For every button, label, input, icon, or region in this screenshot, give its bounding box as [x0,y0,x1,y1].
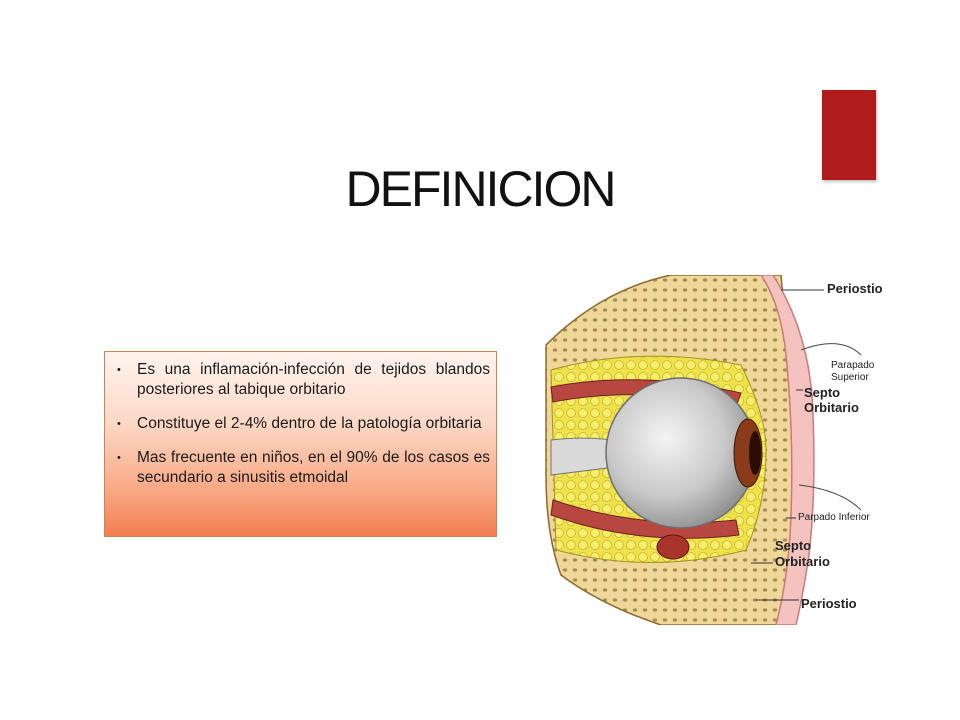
bullet-dot-icon: • [117,364,121,376]
bullet-text: Mas frecuente en niños, en el 90% de los… [137,449,490,486]
eye-anatomy-illustration [545,274,862,626]
label-periostio-top: Periostio [827,281,883,296]
accent-bar [822,90,876,180]
bullet-list-box: • Es una inflamación-infección de tejidos… [104,351,497,537]
bullet-text: Es una inflamación-infección de tejidos … [137,361,490,398]
bullet-item: • Mas frecuente en niños, en el 90% de lo… [115,448,490,488]
bullet-dot-icon: • [117,418,121,430]
label-parpado-superior-2: Superior [831,372,869,383]
bullet-list: • Es una inflamación-infección de tejidos… [115,360,490,488]
label-parpado-superior-1: Parapado [831,360,875,371]
label-septo-bottom-2: Orbitario [775,554,830,569]
label-septo-top-2: Orbitario [804,400,859,415]
bullet-dot-icon: • [117,452,121,464]
bullet-text: Constituye el 2-4% dentro de la patologí… [137,415,482,432]
label-septo-top-1: Septo [804,385,841,400]
eye-anatomy-figure: Periostio Parapado Superior Septo Orbita… [541,274,896,626]
bullet-item: • Es una inflamación-infección de tejidos… [115,360,490,400]
slide-title: DEFINICION [345,161,617,217]
label-periostio-bottom: Periostio [801,596,857,611]
bullet-item: • Constituye el 2-4% dentro de la patolog… [115,414,490,434]
label-septo-bottom-1: Septo [775,538,812,553]
label-parpado-inferior: Parpado Inferior [798,512,870,523]
